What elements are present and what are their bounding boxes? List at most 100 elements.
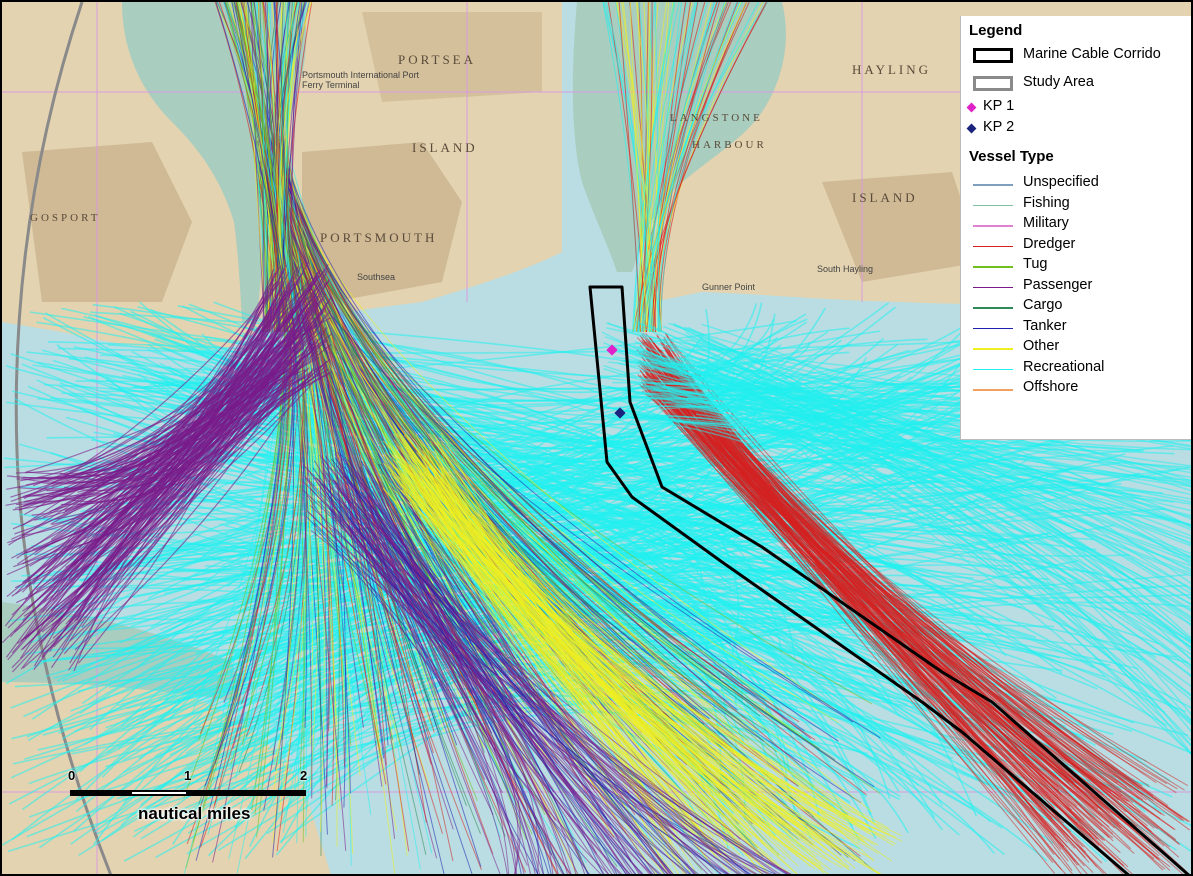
vessel-track [643,365,1178,790]
vessel-track [700,363,1191,577]
vessel-track [401,489,870,835]
vessel-track [33,584,806,666]
vessel-track [61,379,312,651]
vessel-track [638,2,719,333]
legend-label-vessel: Unspecified [1023,174,1099,190]
vessel-track [308,512,554,874]
vessel-track [417,469,765,846]
legend-label-vessel: Tug [1023,256,1048,272]
vessel-track [8,369,279,546]
vessel-track [679,356,1191,627]
legend-label-vessel: Tanker [1023,317,1067,334]
legend-item-vessel: Other [961,338,1191,358]
vessel-track [665,358,1176,831]
vessel-track [386,442,869,846]
legend-label-vessel: Other [1023,338,1060,354]
vessel-track [69,365,281,664]
vessel-track [661,401,1191,563]
vessel-line-swatch [973,368,1013,370]
vessel-track [396,491,796,833]
vessel-track [344,521,789,874]
vessel-track [650,2,698,333]
marine-cable-corridor [588,285,1190,874]
vessel-track [240,2,275,333]
scale-tick-1: 1 [184,768,192,783]
legend-label-vessel: Fishing [1023,194,1070,211]
legend-label-vessel: Recreational [1023,358,1105,375]
vessel-track [34,372,321,553]
scale-bar: 0 1 2 nautical miles [68,768,308,828]
vessel-track [366,496,653,874]
study-area-swatch [973,76,1013,91]
vessel-track [26,302,277,475]
legend-item-study-area: Study Area [961,74,1191,94]
vessel-track [328,507,752,874]
vessel-track [343,475,699,874]
vessel-track [277,2,297,333]
vessel-track [7,278,319,661]
vessel-track [66,379,285,484]
vessel-track [605,336,1191,571]
label-portsea: PORTSEA [398,52,477,67]
vessel-track [383,466,789,832]
vessel-track [403,446,875,837]
legend-item-vessel: Cargo [961,297,1191,317]
legend-label-kp1: KP 1 [983,98,1015,114]
legend-label-corridor: Marine Cable Corrido [1023,46,1161,62]
vessel-track [281,137,710,720]
scale-units-label: nautical miles [138,804,251,823]
vessel-track [654,2,660,333]
vessel-track [651,415,1191,660]
vessel-track [433,467,860,846]
vessel-track [319,454,568,874]
vessel-track [327,503,517,874]
vessel-track [323,468,633,874]
vessel-track [635,2,670,333]
vessel-track [23,286,313,479]
vessel-track [206,335,956,604]
legend-label-vessel: Cargo [1023,297,1063,313]
vessel-track [68,394,1028,546]
vessel-track [23,356,320,507]
built-up-gosport [22,142,192,302]
vessel-track [306,495,610,874]
vessel-line-swatch [973,184,1013,186]
vessel-track [639,2,742,333]
vessel-line-swatch [973,286,1013,288]
legend-vessel-type-title: Vessel Type [969,148,1054,165]
vessel-track [647,2,662,333]
vessel-track [282,140,501,874]
legend-item-corridor: Marine Cable Corrido [961,46,1191,66]
label-port-international: Portsmouth International Port Ferry Term… [302,70,420,90]
vessel-track [441,466,741,848]
legend-title: Legend [969,22,1023,39]
label-harbour: HARBOUR [692,139,767,151]
vessel-track [621,414,1191,486]
legend-item-vessel: Fishing [961,194,1191,215]
vessel-track [229,327,850,771]
vessel-track [623,345,1191,626]
built-up-north [362,12,542,102]
legend-label-vessel: Passenger [1023,276,1093,293]
vessel-track [15,264,287,474]
vessel-track [13,306,309,568]
vessel-track [656,352,1106,855]
vessel-track [373,498,519,874]
vessel-track [363,461,758,874]
label-south-hayling: South Hayling [817,264,874,274]
vessel-track [423,477,894,847]
vessel-track [441,458,851,826]
vessel-track [430,484,753,848]
vessel-track [11,290,285,669]
vessel-track [17,282,285,565]
vessel-track [361,491,544,874]
vessel-track [309,504,629,874]
legend-label-study-area: Study Area [1023,74,1094,90]
vessel-track [661,377,1088,874]
vessel-track [618,2,641,333]
label-hayling: HAYLING [852,62,932,77]
vessel-line-swatch [973,266,1013,268]
